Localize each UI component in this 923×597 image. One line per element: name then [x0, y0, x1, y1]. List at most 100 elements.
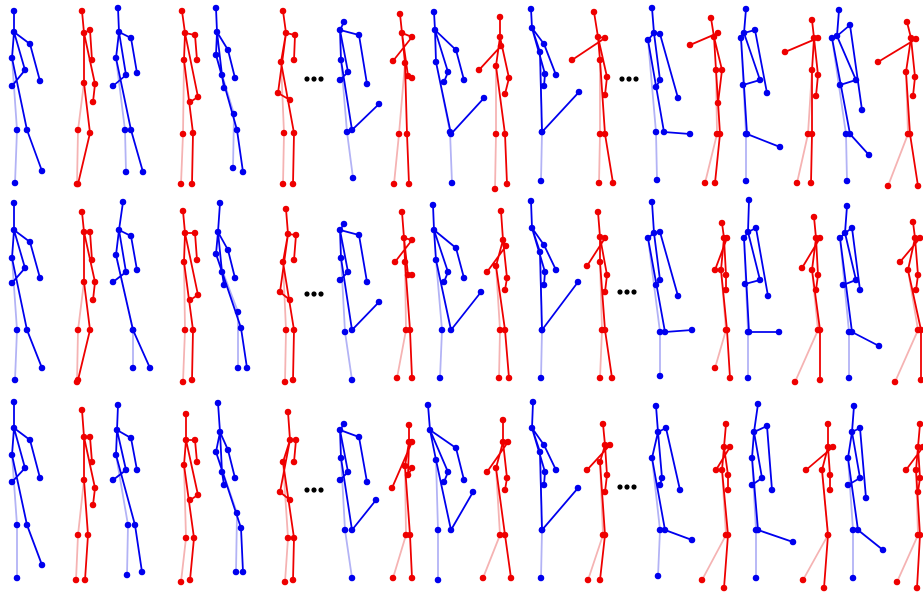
joint	[133, 266, 141, 274]
joint	[495, 374, 503, 382]
bone	[89, 29, 93, 61]
joint	[194, 93, 202, 101]
bone	[664, 329, 693, 333]
joint	[91, 80, 99, 88]
bone	[539, 51, 543, 133]
joint	[234, 308, 242, 316]
bone-light	[340, 457, 346, 531]
joint	[348, 326, 356, 334]
joint	[599, 420, 607, 428]
joint	[688, 536, 696, 544]
red-pose-skeleton	[583, 420, 614, 584]
bone	[916, 534, 921, 589]
joint	[337, 56, 345, 64]
bone	[753, 431, 763, 479]
bone	[116, 429, 127, 471]
joint	[218, 468, 226, 476]
bone-light	[340, 257, 346, 333]
joint	[286, 296, 294, 304]
joint	[808, 266, 816, 274]
joint	[714, 99, 722, 107]
joint	[237, 524, 245, 532]
joint	[711, 364, 719, 372]
joint	[91, 484, 99, 492]
bone	[847, 457, 859, 531]
bone	[717, 69, 723, 104]
joint	[212, 250, 220, 258]
ellipsis-dot	[304, 76, 310, 82]
joint	[536, 448, 544, 456]
joint	[848, 224, 856, 232]
bone-light	[435, 259, 443, 331]
bone	[227, 49, 236, 79]
red-pose-skeleton	[874, 18, 922, 190]
bone	[11, 257, 28, 331]
bone	[409, 534, 413, 579]
joint	[652, 83, 660, 91]
bone	[905, 37, 912, 73]
bone	[907, 269, 922, 331]
bone	[13, 427, 31, 441]
ellipsis-row-3b	[617, 484, 637, 490]
bone	[339, 229, 349, 273]
bone-light	[180, 133, 184, 185]
joint	[281, 378, 289, 386]
joint	[835, 6, 843, 14]
joint	[793, 179, 801, 187]
bone	[713, 36, 723, 71]
bone	[183, 261, 194, 331]
blue-pose-skeleton	[644, 4, 694, 184]
joint	[224, 246, 232, 254]
joint	[290, 256, 298, 264]
bone	[721, 469, 729, 536]
joint	[606, 441, 614, 449]
joint	[291, 31, 299, 39]
bone	[287, 411, 291, 441]
joint	[654, 572, 662, 580]
joint	[123, 571, 131, 579]
joint	[340, 18, 348, 26]
joint	[751, 26, 759, 34]
joint	[11, 179, 19, 187]
bone-light	[76, 129, 79, 185]
joint	[648, 4, 656, 12]
joint	[284, 230, 292, 238]
bone-light	[77, 82, 85, 131]
blue-pose-skeleton	[336, 420, 380, 582]
joint	[496, 326, 504, 334]
joint	[884, 182, 892, 190]
joint	[656, 328, 664, 336]
joint	[440, 78, 448, 86]
joint	[72, 576, 80, 584]
bone	[182, 210, 186, 234]
joint	[363, 80, 371, 88]
joint	[596, 374, 604, 382]
joint	[213, 28, 221, 36]
joint	[686, 41, 694, 49]
bone-light	[714, 329, 727, 369]
bone	[715, 446, 731, 471]
bone	[279, 439, 291, 493]
joint	[214, 228, 222, 236]
joint	[341, 328, 349, 336]
bone	[604, 444, 608, 476]
joint	[363, 478, 371, 486]
joint	[115, 28, 123, 36]
joint	[243, 364, 251, 372]
joint	[756, 76, 764, 84]
bone	[844, 232, 857, 281]
bone	[115, 31, 120, 59]
joint	[492, 262, 500, 270]
bone	[181, 10, 186, 34]
joint	[501, 326, 509, 334]
red-pose-skeleton	[686, 14, 726, 187]
joint	[916, 531, 923, 539]
joint	[538, 526, 546, 534]
ellipsis-dot	[624, 289, 630, 295]
joint	[808, 130, 816, 138]
joint	[652, 128, 660, 136]
bone	[530, 200, 533, 229]
joint	[277, 58, 285, 66]
joint	[497, 207, 505, 215]
joint	[237, 324, 245, 332]
